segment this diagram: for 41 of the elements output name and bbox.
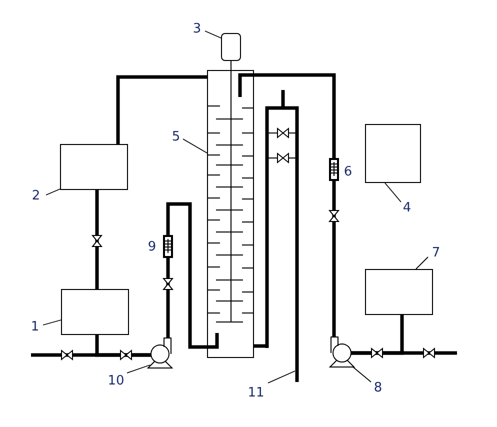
flowmeter-symbol [329,158,339,181]
outlet-pipe [264,88,300,384]
leader-line [46,188,60,196]
plate-column [207,70,254,358]
callout-number: 7 [432,246,440,260]
leader-line [182,138,208,154]
pipe [332,181,336,337]
pipe [351,351,457,355]
callout-number: 10 [108,374,124,388]
pump-symbol [148,338,172,369]
leader-line [352,366,372,382]
pump-symbol [330,337,354,368]
callout-number: 6 [344,164,352,180]
pipe [254,73,336,158]
callout-number: 5 [172,130,180,144]
vessel-box [365,269,433,315]
pipe [95,190,99,289]
leader-line [126,364,150,374]
leader-line [42,320,62,326]
callout-number: 11 [248,386,264,400]
callout-number: 4 [402,200,412,216]
leader-line [384,182,402,202]
vessel-box [365,124,421,183]
leader-line [268,370,296,384]
vessel-box [60,144,128,190]
leader-line [416,256,428,270]
leader-line [204,30,222,38]
callout-number: 1 [30,320,40,334]
callout-number: 3 [192,22,202,36]
pipe [166,258,170,338]
motor-box [221,33,241,61]
pipe [116,75,207,144]
pipe [166,202,207,349]
callout-number: 9 [148,240,156,254]
vessel-box [61,289,129,335]
callout-number: 2 [32,188,40,204]
flowmeter-symbol [163,235,173,258]
pipe [95,335,151,357]
callout-number: 8 [374,380,382,396]
shaft-line [230,60,232,70]
pipe [254,344,266,348]
